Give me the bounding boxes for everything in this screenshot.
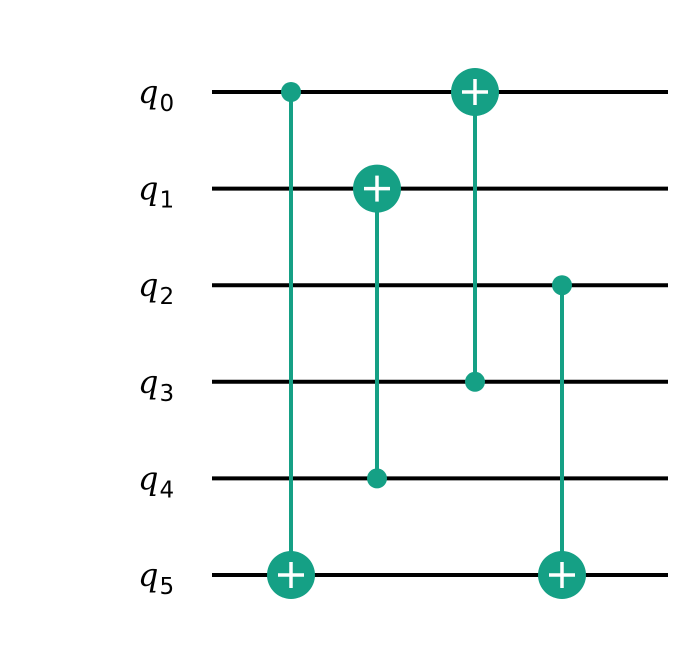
qubit-label-index: 3 xyxy=(159,381,174,407)
qubit-label-2: q2 xyxy=(138,266,174,310)
qubit-label-symbol: q xyxy=(138,73,158,111)
cnot-gate-3 xyxy=(538,275,586,599)
control-dot xyxy=(552,275,572,296)
qubit-label-symbol: q xyxy=(138,170,158,208)
qubit-label-index: 1 xyxy=(159,188,174,214)
qubit-label-1: q1 xyxy=(138,170,174,214)
cnot-gates xyxy=(267,68,586,599)
control-dot xyxy=(465,371,485,392)
control-dot xyxy=(367,468,387,489)
cnot-gate-2 xyxy=(451,68,499,392)
cnot-gate-1 xyxy=(353,164,401,489)
qubit-label-3: q3 xyxy=(138,363,174,407)
qubit-label-symbol: q xyxy=(138,556,158,594)
qubit-label-index: 4 xyxy=(159,477,174,503)
qubit-label-index: 2 xyxy=(159,284,174,310)
cnot-gate-0 xyxy=(267,82,315,599)
qubit-label-index: 0 xyxy=(159,91,174,117)
target-plus-icon xyxy=(451,68,499,116)
qubit-label-symbol: q xyxy=(138,363,158,401)
qubit-label-5: q5 xyxy=(138,556,174,600)
qubit-label-index: 5 xyxy=(159,574,174,600)
target-plus-icon xyxy=(538,551,586,599)
qubit-label-symbol: q xyxy=(138,459,158,497)
qubit-wires xyxy=(212,90,668,577)
target-plus-icon xyxy=(267,551,315,599)
control-dot xyxy=(281,82,301,102)
qubit-label-0: q0 xyxy=(138,73,174,117)
qubit-label-4: q4 xyxy=(138,459,174,503)
target-plus-icon xyxy=(353,164,401,213)
qubit-label-symbol: q xyxy=(138,266,158,304)
